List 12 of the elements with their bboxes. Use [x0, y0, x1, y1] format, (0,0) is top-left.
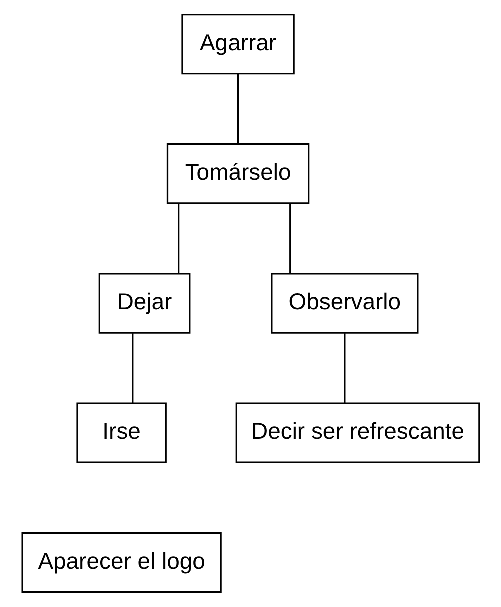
connector	[289, 204, 291, 274]
node-box: Aparecer el logo	[21, 532, 222, 594]
node-box: Dejar	[98, 273, 190, 334]
node-box: Decir ser refrescante	[235, 402, 480, 464]
node-box: Irse	[76, 402, 166, 464]
node-box: Agarrar	[181, 14, 294, 75]
connector	[132, 334, 134, 404]
connector	[178, 204, 180, 274]
connector	[344, 334, 346, 404]
node-box: Tomárselo	[166, 144, 310, 204]
connector	[236, 74, 239, 144]
node-box: Observarlo	[270, 273, 418, 334]
